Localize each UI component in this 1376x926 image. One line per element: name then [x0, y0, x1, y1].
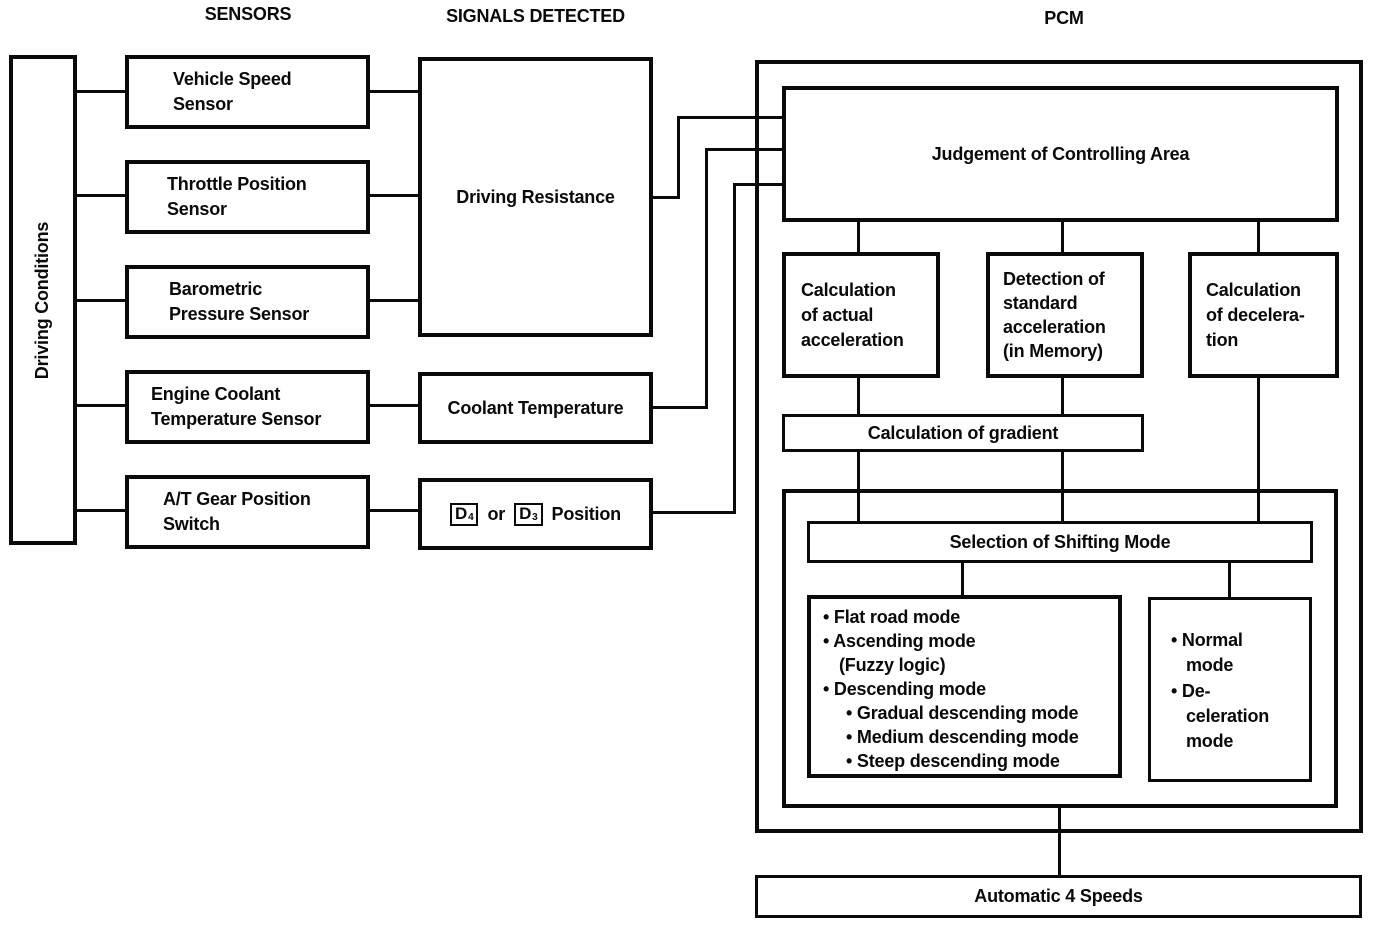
mode-item-deceleration: • De- celeration mode — [1171, 681, 1270, 751]
pcm-column-header: PCM — [1044, 8, 1084, 28]
sensor-label: Engine Coolant Temperature Sensor — [151, 384, 322, 429]
mode-item-gradual-descending: • Gradual descending mode — [846, 703, 1079, 723]
mode-item-medium-descending: • Medium descending mode — [846, 727, 1079, 747]
connector-coolant-sensor-signal — [370, 404, 418, 407]
judgement-box: Judgement of Controlling Area — [782, 86, 1339, 222]
connector-gradient-selection-left — [857, 452, 860, 521]
sensors-column-header: SENSORS — [204, 4, 292, 24]
calc-gradient-label: Calculation of gradient — [867, 422, 1059, 443]
connector-coolant-to-judgement — [705, 148, 782, 151]
sensor-box-barometric-pressure: Barometric Pressure Sensor — [125, 265, 370, 339]
connector-conditions-gear — [77, 509, 125, 512]
detection-standard-acceleration-box: Detection of standard acceleration (in M… — [986, 252, 1144, 378]
connector-gear-switch-position — [370, 509, 418, 512]
connector-resistance-to-judgement — [677, 116, 782, 119]
connector-coolant-riser — [705, 148, 708, 409]
connector-coolant-stub — [653, 406, 708, 409]
d4-subscript: 4 — [468, 511, 474, 523]
connector-detection-gradient — [1061, 378, 1064, 414]
connector-conditions-vehicle-speed — [77, 90, 125, 93]
detection-standard-acceleration-label: Detection of standard acceleration (in M… — [1003, 269, 1106, 361]
connector-resistance-riser — [677, 116, 680, 199]
automatic-speeds-box: Automatic 4 Speeds — [755, 875, 1362, 918]
connector-pcm-automatic — [1058, 808, 1061, 875]
calc-actual-acceleration-box: Calculation of actual acceleration — [782, 252, 940, 378]
connector-deceleration-selection — [1257, 378, 1260, 521]
mode-item-descending: • Descending mode — [823, 679, 986, 699]
selection-shifting-mode-label: Selection of Shifting Mode — [949, 531, 1171, 552]
position-label: Position — [551, 503, 622, 524]
sensor-label: Throttle Position Sensor — [167, 174, 307, 219]
shifting-mode-list-box: • Flat road mode • Ascending mode (Fuzzy… — [807, 595, 1122, 778]
mode-item-ascending: • Ascending mode (Fuzzy logic) — [823, 631, 976, 675]
signal-label: Driving Resistance — [456, 186, 615, 207]
connector-vehicle-speed-resistance — [370, 90, 418, 93]
signals-detected-column-header: SIGNALS DETECTED — [446, 6, 625, 26]
selection-shifting-mode-box: Selection of Shifting Mode — [807, 521, 1313, 563]
signal-label: Coolant Temperature — [447, 397, 624, 418]
calc-gradient-box: Calculation of gradient — [782, 414, 1144, 452]
connector-barometric-resistance — [370, 299, 418, 302]
signal-box-driving-resistance: Driving Resistance — [418, 57, 653, 337]
signal-box-coolant-temperature: Coolant Temperature — [418, 372, 653, 444]
connector-throttle-resistance — [370, 194, 418, 197]
mode-item-steep-descending: • Steep descending mode — [846, 751, 1060, 771]
connector-judgement-actual — [857, 222, 860, 252]
connector-resistance-stub — [653, 196, 680, 199]
connector-conditions-coolant — [77, 404, 125, 407]
driving-conditions-box: Driving Conditions — [9, 55, 77, 545]
calc-deceleration-box: Calculation of decelera- tion — [1188, 252, 1339, 378]
or-label: or — [487, 503, 506, 524]
output-mode-list-box: • Normal mode • De- celeration mode — [1148, 597, 1312, 782]
connector-selection-shifting-modes — [961, 563, 964, 595]
connector-judgement-detection — [1061, 222, 1064, 252]
connector-conditions-barometric — [77, 299, 125, 302]
mode-item-normal: • Normal mode — [1171, 630, 1243, 675]
connector-position-to-judgement — [733, 183, 782, 186]
connector-gradient-selection-mid — [1061, 452, 1064, 521]
sensor-label: Vehicle Speed Sensor — [173, 69, 292, 114]
sensor-box-at-gear-position: A/T Gear Position Switch — [125, 475, 370, 549]
judgement-label: Judgement of Controlling Area — [931, 143, 1190, 164]
sensor-box-throttle-position: Throttle Position Sensor — [125, 160, 370, 234]
driving-conditions-label: Driving Conditions — [32, 221, 53, 379]
connector-selection-output-modes — [1228, 563, 1231, 597]
sensor-box-vehicle-speed: Vehicle Speed Sensor — [125, 55, 370, 129]
d3-letter: D — [519, 503, 532, 523]
connector-position-stub — [653, 511, 736, 514]
sensor-box-engine-coolant-temperature: Engine Coolant Temperature Sensor — [125, 370, 370, 444]
connector-judgement-deceleration — [1257, 222, 1260, 252]
automatic-speeds-label: Automatic 4 Speeds — [974, 886, 1143, 906]
connector-conditions-throttle — [77, 194, 125, 197]
d3-subscript: 3 — [532, 511, 538, 523]
mode-item-flat-road: • Flat road mode — [823, 607, 961, 627]
connector-actual-gradient — [857, 378, 860, 414]
calc-actual-acceleration-label: Calculation of actual acceleration — [801, 279, 904, 350]
connector-position-riser — [733, 183, 736, 514]
calc-deceleration-label: Calculation of decelera- tion — [1206, 279, 1305, 350]
sensor-label: Barometric Pressure Sensor — [169, 279, 310, 324]
d4-letter: D — [455, 503, 468, 523]
sensor-label: A/T Gear Position Switch — [163, 489, 311, 534]
